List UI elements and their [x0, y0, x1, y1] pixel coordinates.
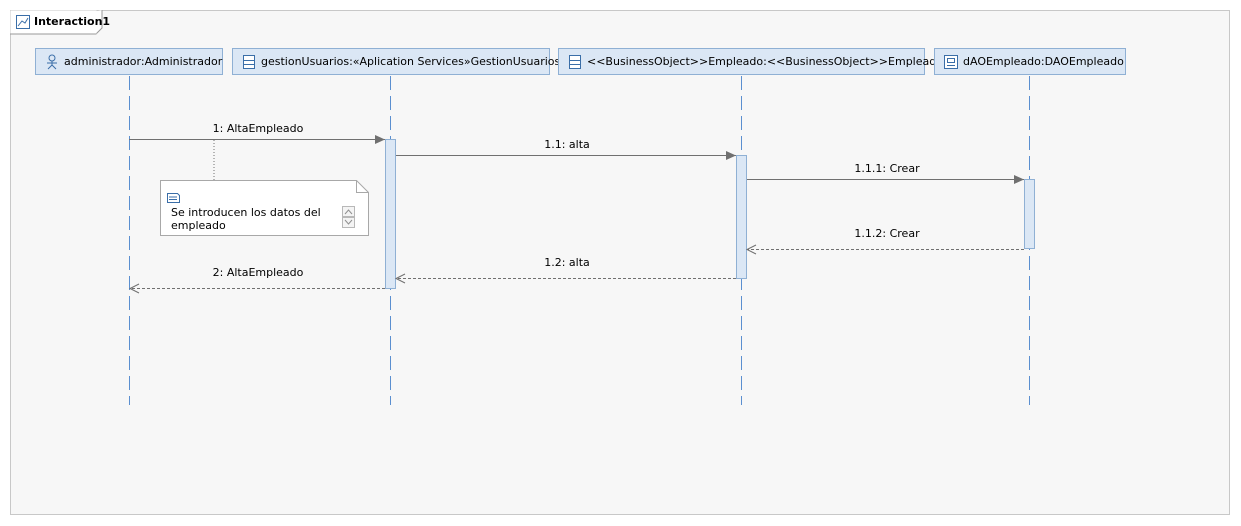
- note-icon: [167, 193, 180, 203]
- lifeline-label-gestion: gestionUsuarios:«Aplication Services»Ges…: [261, 55, 561, 68]
- message-label-1-2[interactable]: 1.2: alta: [544, 256, 590, 269]
- lifeline-label-dao: dAOEmpleado:DAOEmpleado: [963, 55, 1124, 68]
- lifeline-label-empleado: <<BusinessObject>>Empleado:<<BusinessObj…: [587, 55, 943, 68]
- message-arrow-2[interactable]: [128, 283, 385, 294]
- message-arrow-1[interactable]: [129, 135, 385, 144]
- message-label-2[interactable]: 2: AltaEmpleado: [212, 266, 304, 279]
- message-label-1[interactable]: 1: AltaEmpleado: [212, 122, 304, 135]
- interaction-frame: [10, 10, 1230, 515]
- lifeline-label-admin: administrador:Administrador: [64, 55, 223, 68]
- message-label-1-1[interactable]: 1.1: alta: [544, 138, 590, 151]
- note-box[interactable]: [160, 180, 369, 236]
- message-arrow-1-1-1[interactable]: [747, 175, 1024, 184]
- note-scrollbar[interactable]: [342, 206, 355, 228]
- lifeline-head-gestion[interactable]: gestionUsuarios:«Aplication Services»Ges…: [232, 48, 560, 75]
- activation-dao[interactable]: [1024, 179, 1035, 249]
- component-icon: [943, 54, 959, 70]
- frame-title: Interaction1: [34, 15, 111, 28]
- message-label-1-1-1[interactable]: 1.1.1: Crear: [854, 162, 920, 175]
- class-icon: [241, 54, 257, 70]
- lifeline-head-dao[interactable]: dAOEmpleado:DAOEmpleado: [934, 48, 1126, 75]
- message-arrow-1-1-2[interactable]: [745, 244, 1024, 255]
- activation-gestion[interactable]: [385, 139, 396, 289]
- interaction-icon: [16, 15, 30, 29]
- class-icon: [567, 54, 583, 70]
- lifeline-head-empleado[interactable]: <<BusinessObject>>Empleado:<<BusinessObj…: [558, 48, 943, 75]
- lifeline-head-admin[interactable]: administrador:Administrador: [35, 48, 223, 75]
- message-arrow-1-2[interactable]: [394, 273, 736, 284]
- actor-icon: [44, 54, 60, 70]
- message-label-1-1-2[interactable]: 1.1.2: Crear: [854, 227, 920, 240]
- activation-empleado[interactable]: [736, 155, 747, 279]
- message-arrow-1-1[interactable]: [396, 151, 736, 160]
- note-text: Se introducen los datos del empleado: [171, 206, 321, 232]
